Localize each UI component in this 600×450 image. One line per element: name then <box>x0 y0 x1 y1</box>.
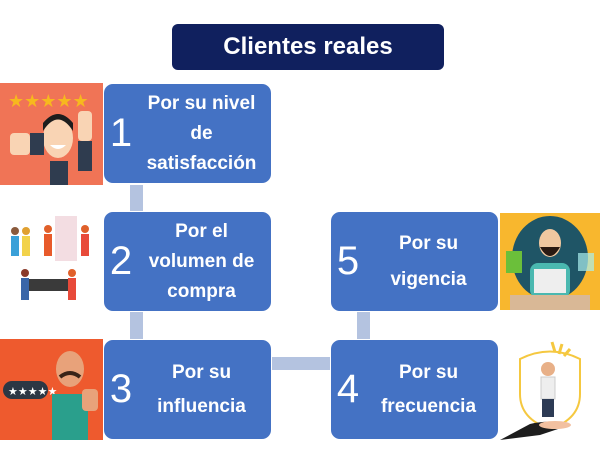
box-line: Por su <box>398 232 459 254</box>
box-line: vigencia <box>390 268 467 290</box>
validity-illustration <box>500 213 600 310</box>
svg-text:★★★★★: ★★★★★ <box>8 91 89 111</box>
box-line: influencia <box>157 395 246 417</box>
box-line: compra <box>167 280 236 302</box>
box-line: volumen de <box>148 250 255 272</box>
box-volumen: 2 Por el volumen de compra <box>103 211 272 312</box>
box-influencia: 3 Por su influencia <box>103 339 272 440</box>
connector-1-2 <box>130 185 143 211</box>
box-number: 1 <box>109 111 133 155</box>
box-line: Por el <box>175 220 228 242</box>
svg-text:★★★★★: ★★★★★ <box>8 386 57 398</box>
box-line: Por su <box>171 361 232 383</box>
connector-3-4 <box>272 357 330 370</box>
box-vigencia: 5 Por su vigencia <box>330 211 499 312</box>
box-number: 2 <box>109 239 133 283</box>
satisfaction-illustration: ★★★★★ <box>0 83 103 185</box>
box-number: 4 <box>336 367 360 411</box>
box-satisfaccion: 1 Por su nivel de satisfacción <box>103 83 272 184</box>
box-line: frecuencia <box>380 395 477 417</box>
box-line: Por su <box>398 361 459 383</box>
box-line: Por su nivel <box>147 92 256 114</box>
purchase-volume-illustration <box>0 211 103 312</box>
influence-illustration: ★★★★★ <box>0 339 103 440</box>
box-number: 3 <box>109 367 133 411</box>
connector-2-3 <box>130 312 143 339</box>
diagram-title: Clientes reales <box>172 24 444 70</box>
connector-4-5 <box>357 312 370 339</box>
box-number: 5 <box>336 239 360 283</box>
box-line: de satisfacción <box>146 122 257 174</box>
box-frecuencia: 4 Por su frecuencia <box>330 339 499 440</box>
frequency-illustration <box>500 339 600 440</box>
